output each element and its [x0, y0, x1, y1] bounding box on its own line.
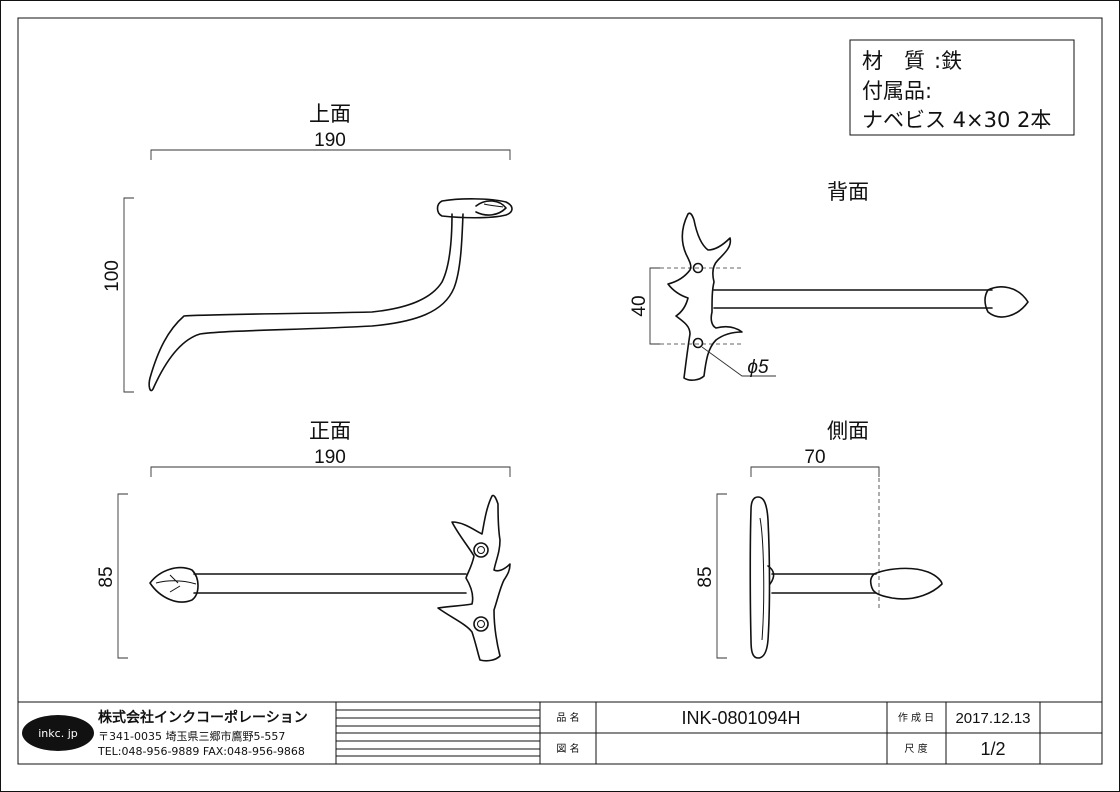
back-view: 背面 40 ϕ5	[629, 180, 1029, 381]
side-view-plate-edge	[749, 496, 771, 659]
part-name-value: INK-0801094H	[681, 708, 800, 728]
front-view-screw-head-lower	[477, 620, 485, 628]
company-address: 〒341-0035 埼玉県三郷市鷹野5-557	[98, 729, 285, 743]
front-view-screw-boss-lower	[473, 616, 489, 632]
front-view-antler-plate	[437, 494, 511, 662]
front-view-screw-head-upper	[477, 546, 485, 554]
spec-accessories-label: 付属品:	[862, 79, 932, 103]
back-view-screw-hole-upper	[692, 262, 704, 274]
front-view: 正面 190 85	[96, 419, 511, 662]
top-view-title: 上面	[309, 102, 351, 126]
company-contact: TEL:048-956-9889 FAX:048-956-9868	[97, 745, 305, 758]
spec-box-border	[849, 39, 1075, 136]
top-view-width-dim: 190	[314, 130, 346, 151]
front-view-height-dim: 85	[96, 566, 117, 587]
back-view-spacing-dim: 40	[629, 295, 650, 316]
side-view-rod	[771, 573, 877, 594]
side-view-width-dim: 70	[804, 447, 825, 468]
back-view-leaf-tip	[984, 286, 1029, 318]
top-view-plate-leaf	[475, 200, 507, 216]
side-view-leaf-tip	[869, 567, 943, 600]
front-view-rod	[193, 573, 467, 594]
scale-value: 1/2	[980, 739, 1005, 759]
drawing-frame	[17, 17, 1103, 765]
front-view-width-dim: 190	[314, 447, 346, 468]
back-view-screw-hole-lower	[692, 337, 704, 349]
created-date-label: 作 成 日	[898, 712, 934, 724]
top-view-width-dim-line	[150, 149, 511, 160]
part-name-label: 品 名	[556, 711, 579, 724]
top-view: 上面 190 100	[102, 102, 513, 393]
front-view-title: 正面	[309, 419, 351, 443]
spec-material-label: 材 質	[862, 49, 925, 73]
side-view-title: 側面	[827, 419, 869, 443]
side-view-height-dim: 85	[695, 566, 716, 587]
scale-label: 尺 度	[904, 742, 927, 755]
back-view-rod	[713, 289, 993, 309]
top-view-hook-arm	[148, 213, 464, 392]
front-view-width-dim-line	[150, 466, 511, 477]
top-view-wall-plate	[436, 198, 513, 219]
top-view-height-dim: 100	[102, 260, 123, 292]
back-view-hole-dia-dim: ϕ5	[747, 357, 769, 378]
side-view-width-dim-line	[750, 466, 880, 477]
spec-box: 材 質 :鉄 付属品: ナベビス 4×30 2本	[849, 39, 1075, 136]
title-block: inkc. jp 株式会社インクコーポレーション 〒341-0035 埼玉県三郷…	[18, 701, 1102, 764]
side-view-height-dim-line	[716, 493, 727, 659]
front-view-leaf-vein	[155, 574, 197, 593]
top-view-leaf-vein	[483, 203, 504, 208]
front-view-leaf-end	[149, 566, 199, 603]
side-view-plate-ridge	[759, 517, 765, 641]
front-view-screw-boss-upper	[473, 542, 489, 558]
company-logo	[22, 715, 94, 751]
company-logo-text: inkc. jp	[38, 727, 77, 740]
back-view-spacing-dim-line	[649, 267, 660, 345]
back-view-hole-leader	[701, 346, 776, 377]
back-view-title: 背面	[827, 180, 869, 204]
spec-screws: ナベビス 4×30 2本	[862, 108, 1051, 132]
top-view-height-dim-line	[123, 197, 134, 393]
created-date-value: 2017.12.13	[955, 710, 1030, 727]
drawing-name-label: 図 名	[556, 742, 579, 755]
back-view-antler-plate	[667, 212, 743, 381]
spec-material-value: :鉄	[934, 49, 962, 73]
company-name: 株式会社インクコーポレーション	[98, 709, 308, 726]
front-view-height-dim-line	[117, 493, 128, 659]
side-view: 側面 70 85	[695, 419, 943, 659]
